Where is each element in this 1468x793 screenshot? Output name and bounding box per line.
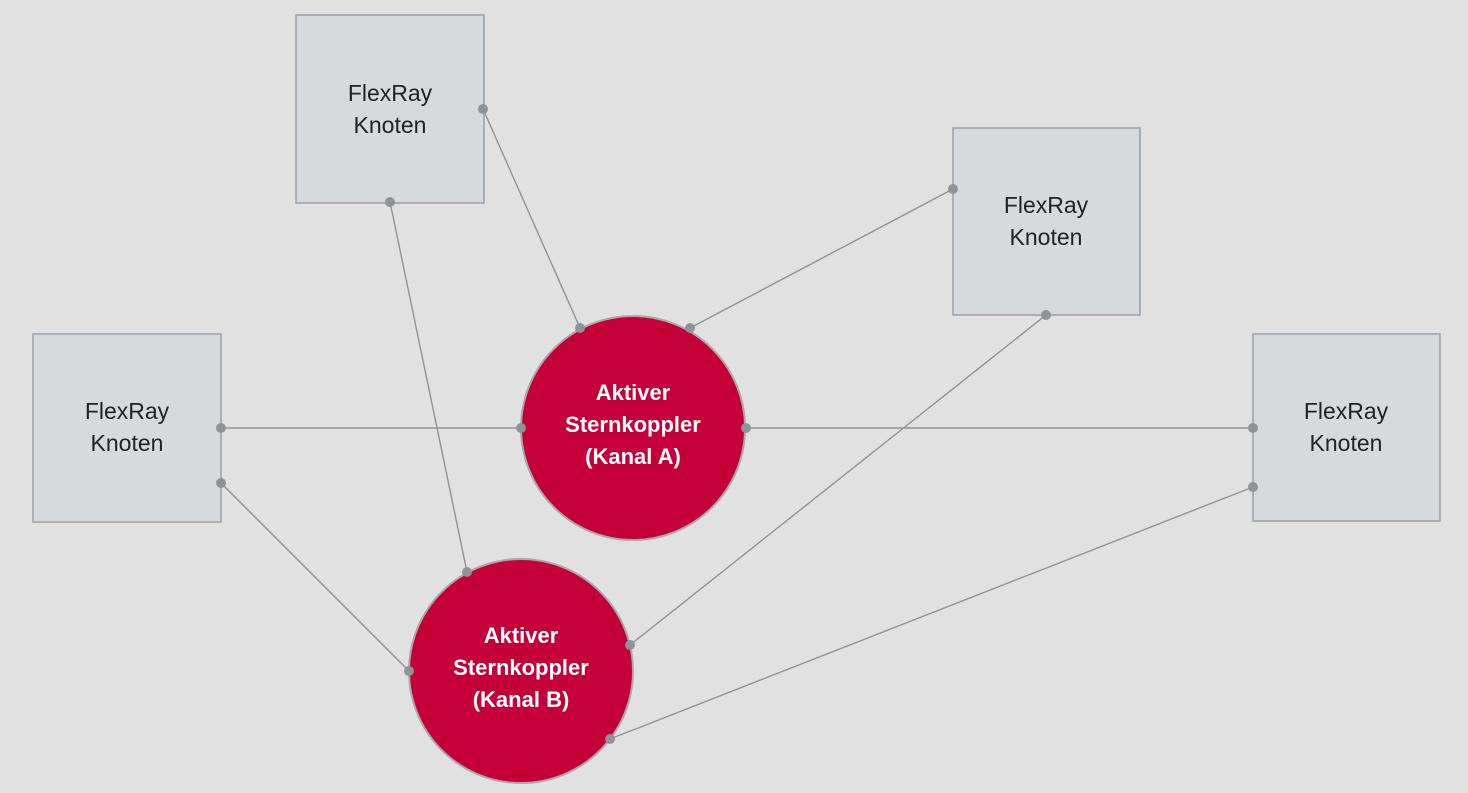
port-dot (404, 666, 414, 676)
link-upper-right-node-to-channel-a (689, 188, 954, 329)
link-upper-right-node-to-channel-b (629, 314, 1047, 646)
port-dot (216, 423, 226, 433)
link-top-node-to-channel-a (482, 108, 581, 329)
link-far-right-node-to-channel-b (609, 486, 1254, 740)
link-left-node-to-channel-b (220, 482, 410, 672)
node-label-line1: FlexRay (85, 398, 170, 424)
port-dot (385, 197, 395, 207)
node-box (952, 127, 1141, 316)
node-label-line2: Knoten (354, 112, 427, 138)
port-dot (516, 423, 526, 433)
active-star-coupler-channel-b[interactable]: Aktiver Sternkoppler (Kanal B) (408, 558, 634, 784)
coupler-label-line2: Sternkoppler (453, 655, 589, 680)
node-box (295, 14, 485, 204)
node-label-line1: FlexRay (348, 80, 433, 106)
node-label-line2: Knoten (1310, 430, 1383, 456)
active-star-coupler-channel-a[interactable]: Aktiver Sternkoppler (Kanal A) (520, 315, 746, 541)
flexray-node-top[interactable]: FlexRay Knoten (295, 14, 485, 204)
flexray-node-upper-right[interactable]: FlexRay Knoten (952, 127, 1141, 316)
node-label-line1: FlexRay (1004, 192, 1089, 218)
coupler-label-line1: Aktiver (484, 623, 559, 648)
node-label-line2: Knoten (91, 430, 164, 456)
flexray-node-far-right[interactable]: FlexRay Knoten (1252, 333, 1441, 522)
port-dot (948, 184, 958, 194)
port-dot (625, 640, 635, 650)
coupler-label-line2: Sternkoppler (565, 412, 701, 437)
connection-lines (220, 108, 1254, 740)
link-top-node-to-channel-b (389, 201, 468, 573)
port-dot (1041, 310, 1051, 320)
port-dot (1248, 482, 1258, 492)
coupler-label-line3: (Kanal B) (473, 687, 570, 712)
port-dot (1248, 423, 1258, 433)
port-dot (575, 323, 585, 333)
port-dot (478, 104, 488, 114)
node-label-line1: FlexRay (1304, 398, 1389, 424)
flexray-node-left[interactable]: FlexRay Knoten (32, 333, 222, 523)
port-dot (462, 567, 472, 577)
port-dot (741, 423, 751, 433)
coupler-label-line3: (Kanal A) (585, 444, 681, 469)
coupler-label-line1: Aktiver (596, 380, 671, 405)
port-dot (685, 323, 695, 333)
node-box (1252, 333, 1441, 522)
port-dot (605, 734, 615, 744)
node-box (32, 333, 222, 523)
node-label-line2: Knoten (1010, 224, 1083, 250)
port-dot (216, 478, 226, 488)
connection-ports (216, 104, 1258, 744)
